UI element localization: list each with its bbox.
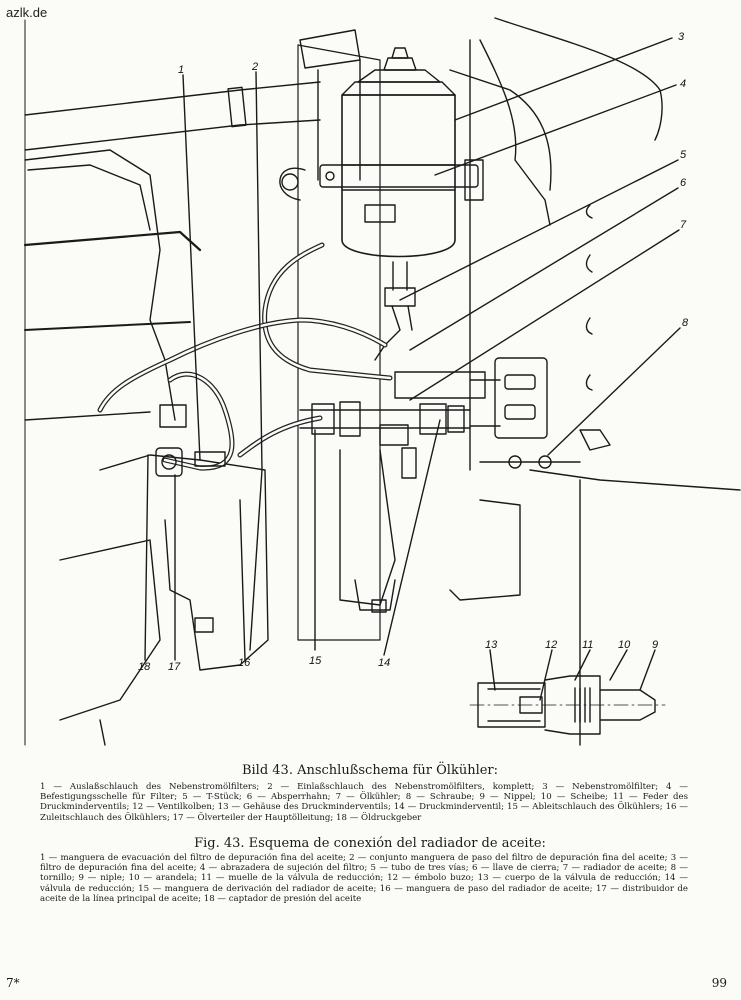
callout-17: 17 <box>168 661 181 673</box>
callout-11: 11 <box>582 639 593 651</box>
callout-12: 12 <box>545 639 557 651</box>
caption-spanish-title: Fig. 43. Esquema de conexión del radiado… <box>194 836 546 851</box>
callout-18: 18 <box>138 661 151 673</box>
page-number: 99 <box>711 976 727 990</box>
caption-german-title: Bild 43. Anschlußschema für Ölkühler: <box>241 763 499 778</box>
caption-german-legend: 1 — Auslaßschlauch des Nebenstromölfilte… <box>40 782 688 823</box>
callout-2: 2 <box>251 61 258 73</box>
reducing-valve-detail <box>469 675 666 735</box>
callout-14: 14 <box>378 657 390 669</box>
callout-9: 9 <box>652 639 658 651</box>
callout-5: 5 <box>680 149 687 161</box>
callout-10: 10 <box>618 639 631 651</box>
oil-cooler-connection-diagram: 1 2 3 4 5 6 7 8 9 10 11 12 13 14 15 16 1… <box>23 17 741 746</box>
callout-13: 13 <box>485 639 498 651</box>
callout-3: 3 <box>678 31 685 43</box>
callout-1: 1 <box>178 64 184 76</box>
callout-16: 16 <box>238 657 251 669</box>
caption-spanish-legend: 1 — manguera de evacuación del filtro de… <box>40 853 688 904</box>
callout-4: 4 <box>680 78 686 90</box>
signature-mark: 7* <box>6 976 20 990</box>
callout-6: 6 <box>680 177 687 189</box>
callout-8: 8 <box>682 317 689 329</box>
callout-15: 15 <box>309 655 322 667</box>
watermark: azlk.de <box>6 5 48 20</box>
callout-7: 7 <box>680 219 687 231</box>
